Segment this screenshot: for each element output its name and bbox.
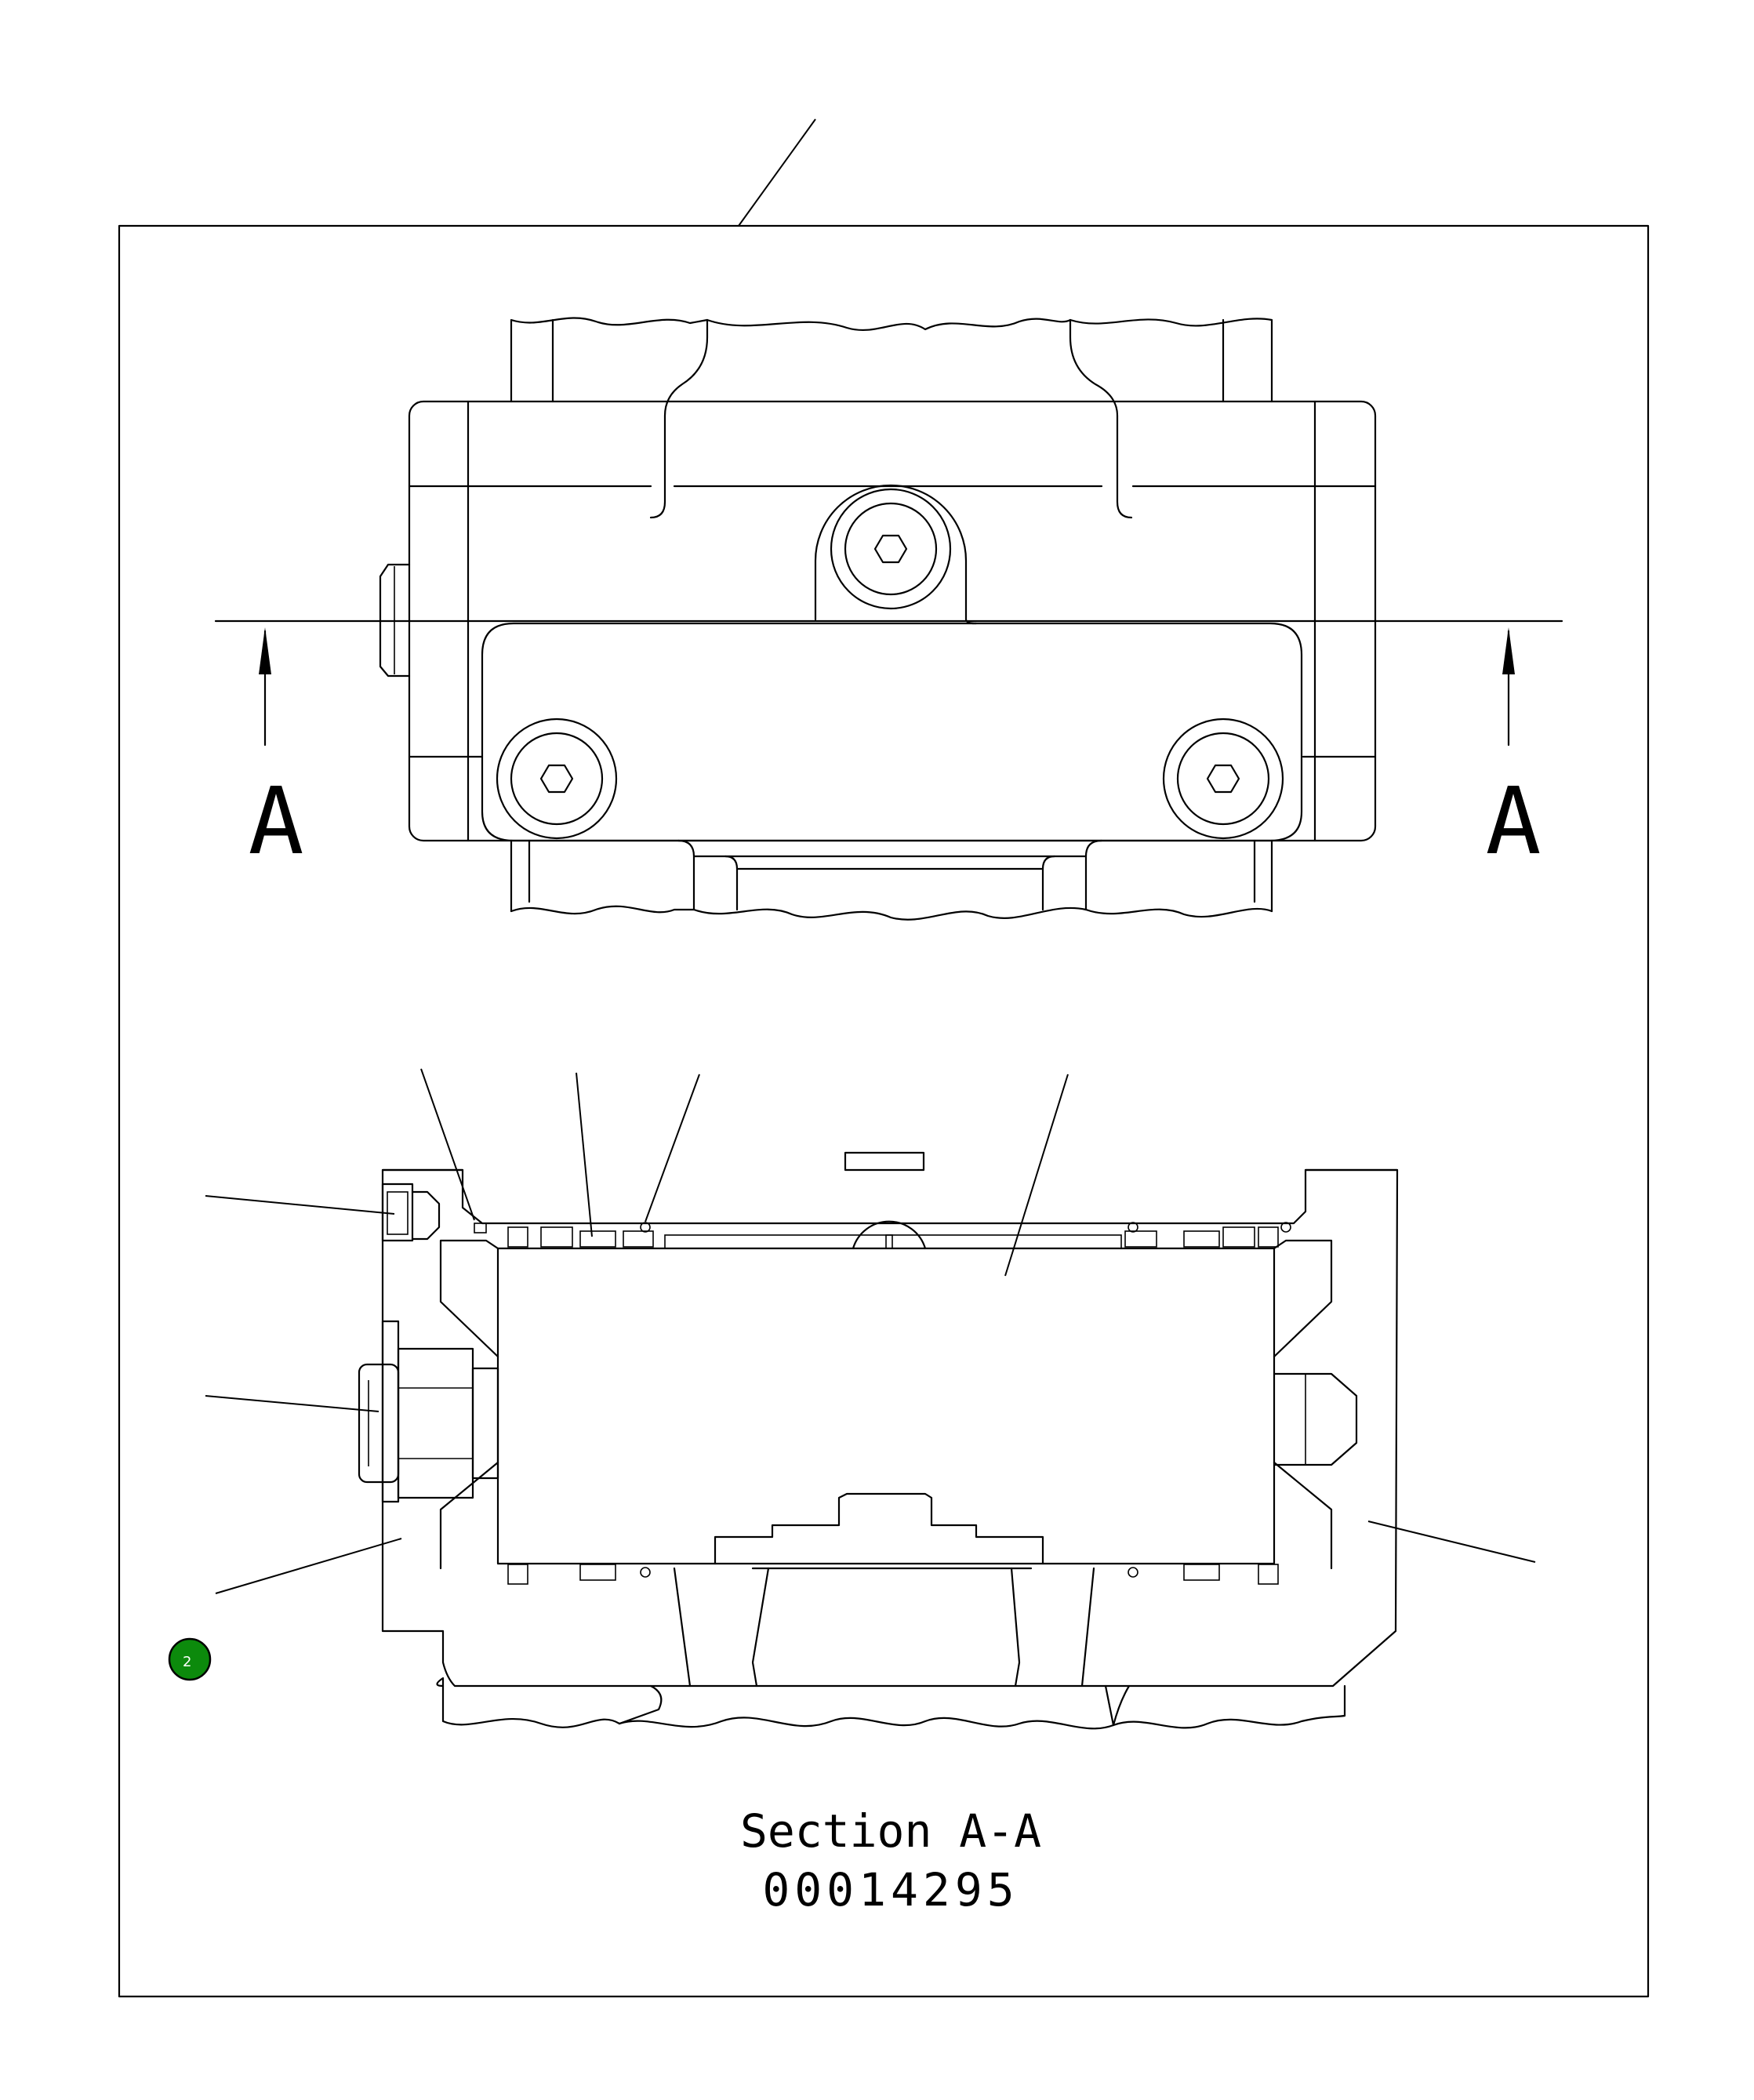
frame-leader-line <box>738 118 816 227</box>
section-arrow-right <box>1502 627 1515 747</box>
callout-marker[interactable]: 2 <box>168 1637 212 1681</box>
section-caption: Section A-A <box>740 1804 1041 1858</box>
drawing-frame <box>118 224 1650 1998</box>
section-mark-right: A <box>1485 767 1541 875</box>
drawing-number: 00014295 <box>762 1863 1019 1917</box>
section-arrow-left <box>259 627 271 747</box>
section-view <box>205 1068 1536 1730</box>
callout-label: 2 <box>183 1654 191 1670</box>
top-view: A A <box>214 317 1563 921</box>
section-mark-left: A <box>248 767 303 875</box>
spool <box>496 1247 1276 1565</box>
